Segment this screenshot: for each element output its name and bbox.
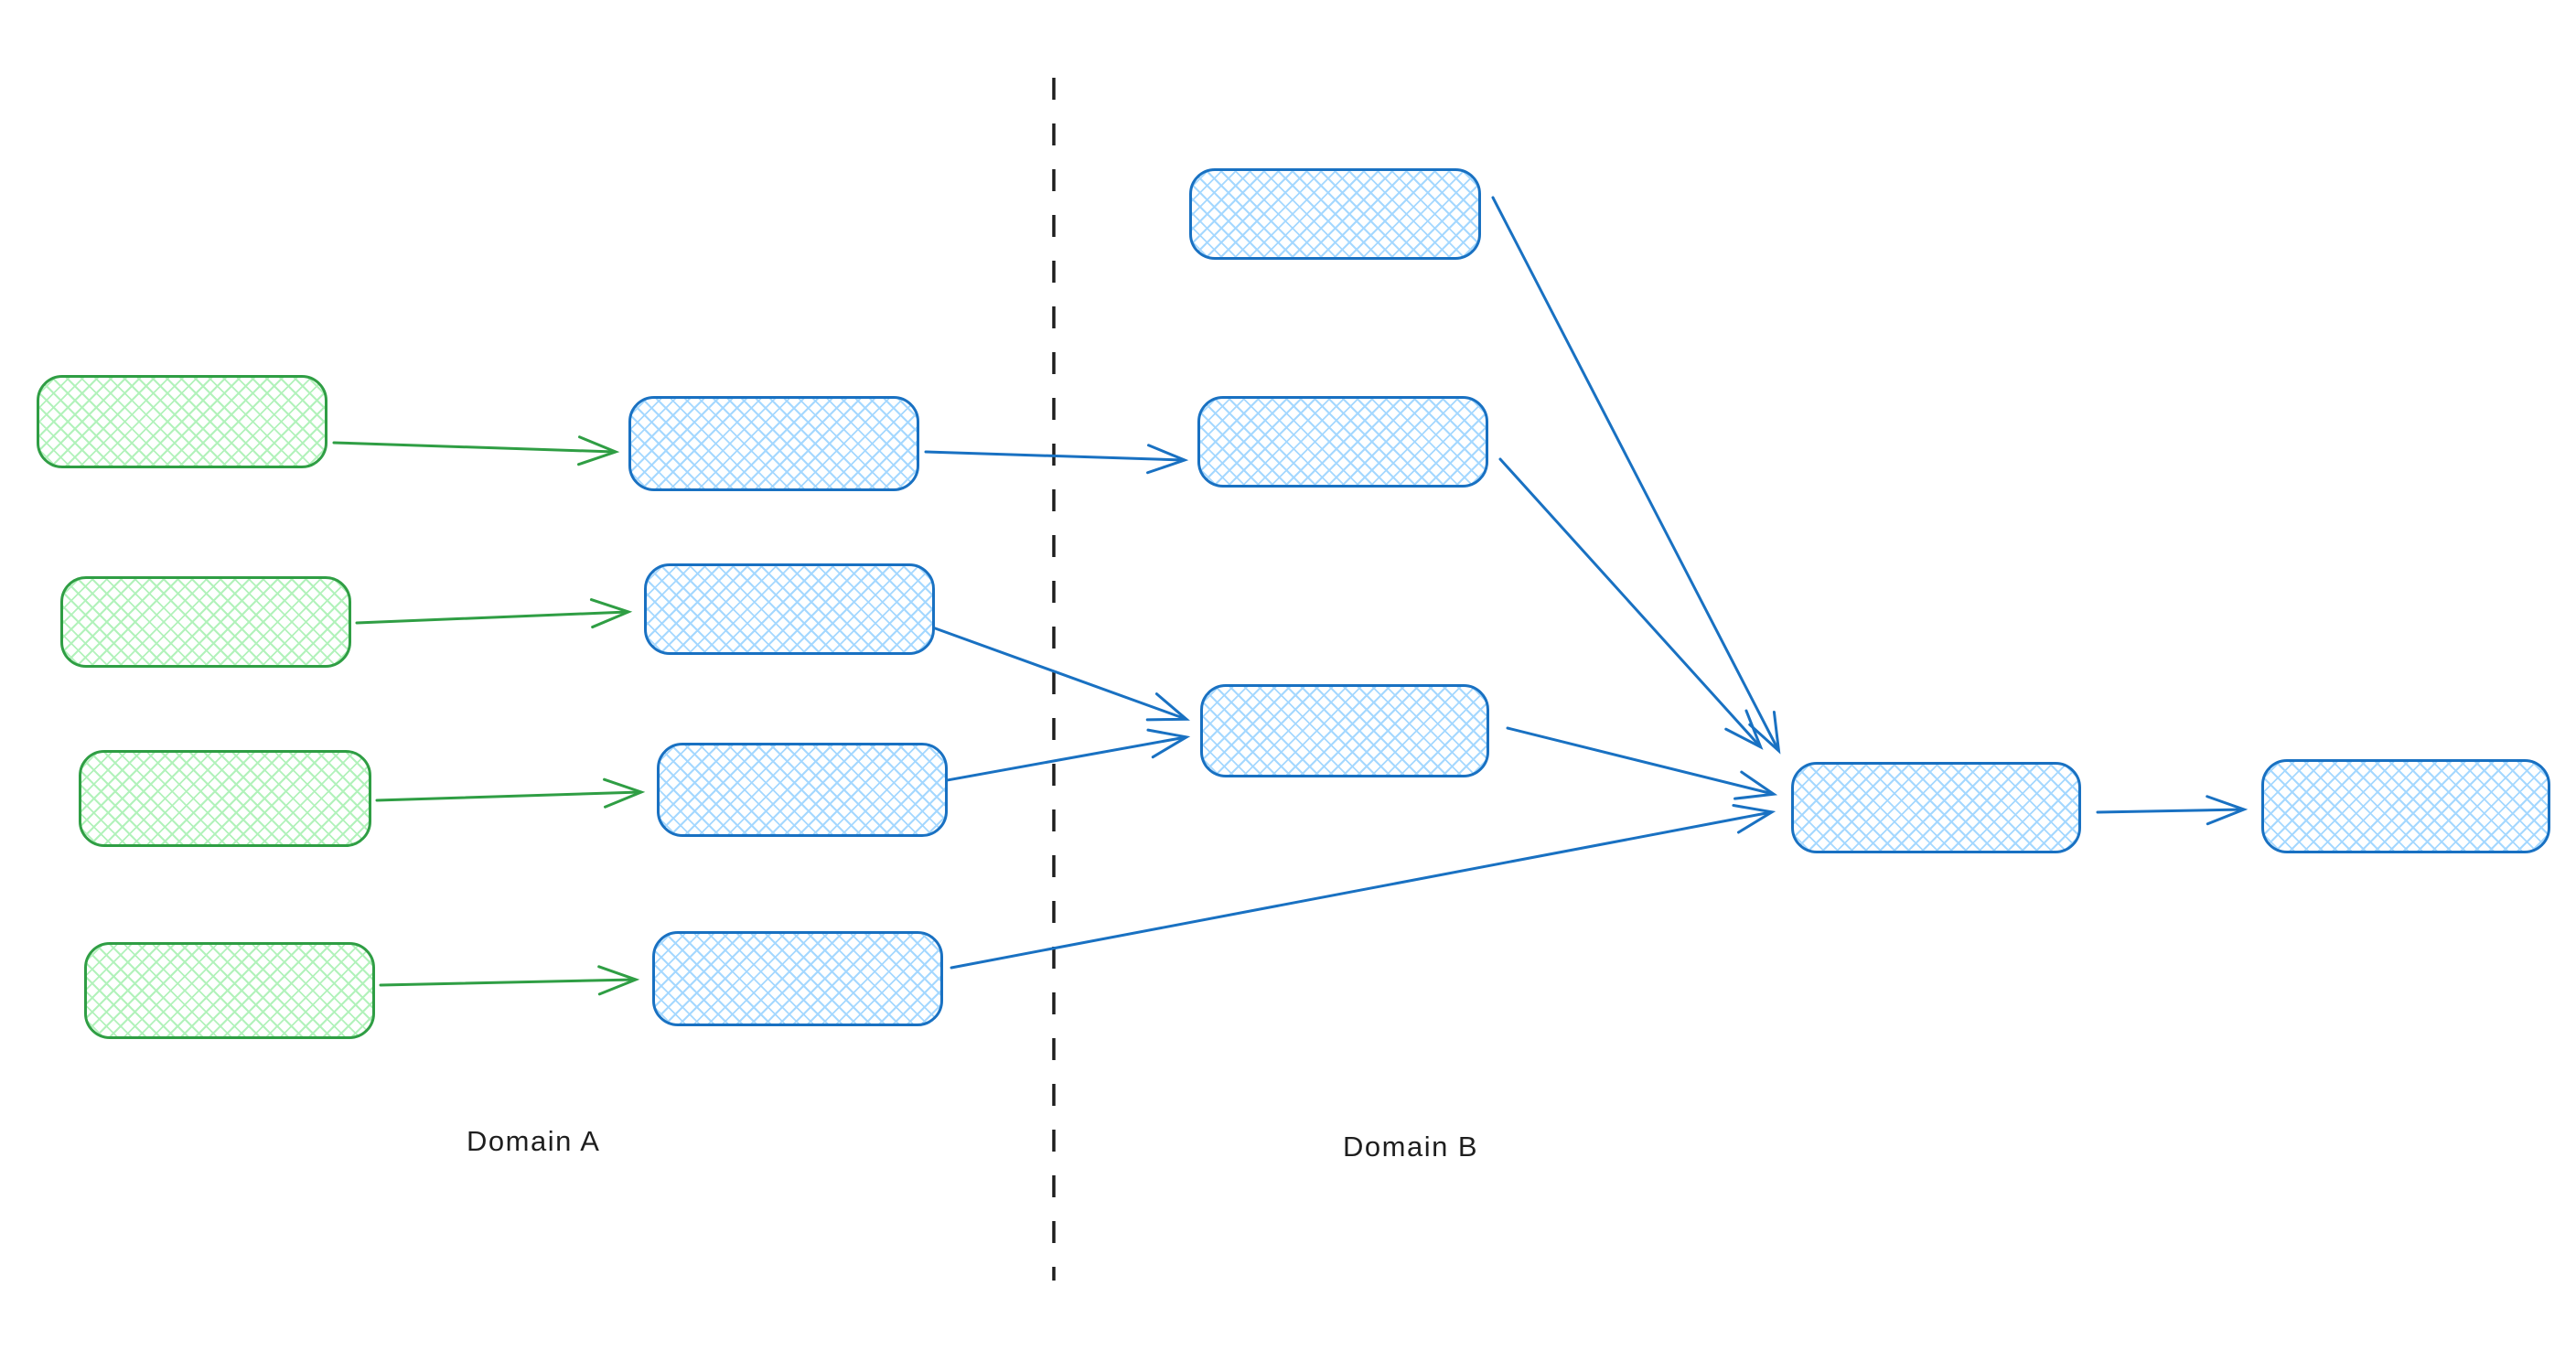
edge-stage-a1-to-service-b2 [924, 444, 1189, 475]
node-service-b1[interactable] [1189, 168, 1481, 260]
edge-service-b2-to-aggregator [1498, 457, 1764, 750]
node-input-a4[interactable] [84, 942, 375, 1039]
node-service-b2[interactable] [1197, 396, 1488, 488]
edge-stage-a4-to-aggregator [950, 804, 1776, 970]
edge-service-b3-to-aggregator [1506, 726, 1778, 800]
domain-b-label: Domain B [1343, 1131, 1479, 1163]
node-stage-a2[interactable] [644, 563, 935, 655]
node-stage-a1[interactable] [628, 396, 919, 491]
node-aggregator[interactable] [1791, 762, 2081, 853]
edge-stage-a2-to-service-b3 [906, 616, 1190, 722]
node-input-a2[interactable] [60, 576, 351, 668]
domain-a-label: Domain A [467, 1125, 601, 1157]
edge-input-a3-to-stage-a3 [375, 777, 646, 809]
edges-group [332, 78, 2249, 1281]
node-service-b3[interactable] [1200, 684, 1489, 777]
node-output[interactable] [2261, 759, 2550, 853]
node-stage-a3[interactable] [657, 743, 948, 837]
edge-service-b1-to-aggregator [1491, 196, 1781, 755]
edge-input-a4-to-stage-a4 [379, 965, 640, 996]
edge-input-a1-to-stage-a1 [332, 435, 620, 466]
node-input-a1[interactable] [37, 375, 327, 468]
edge-aggregator-to-output [2096, 795, 2249, 826]
edge-input-a2-to-stage-a2 [355, 598, 633, 629]
node-input-a3[interactable] [79, 750, 371, 847]
node-stage-a4[interactable] [652, 931, 943, 1026]
